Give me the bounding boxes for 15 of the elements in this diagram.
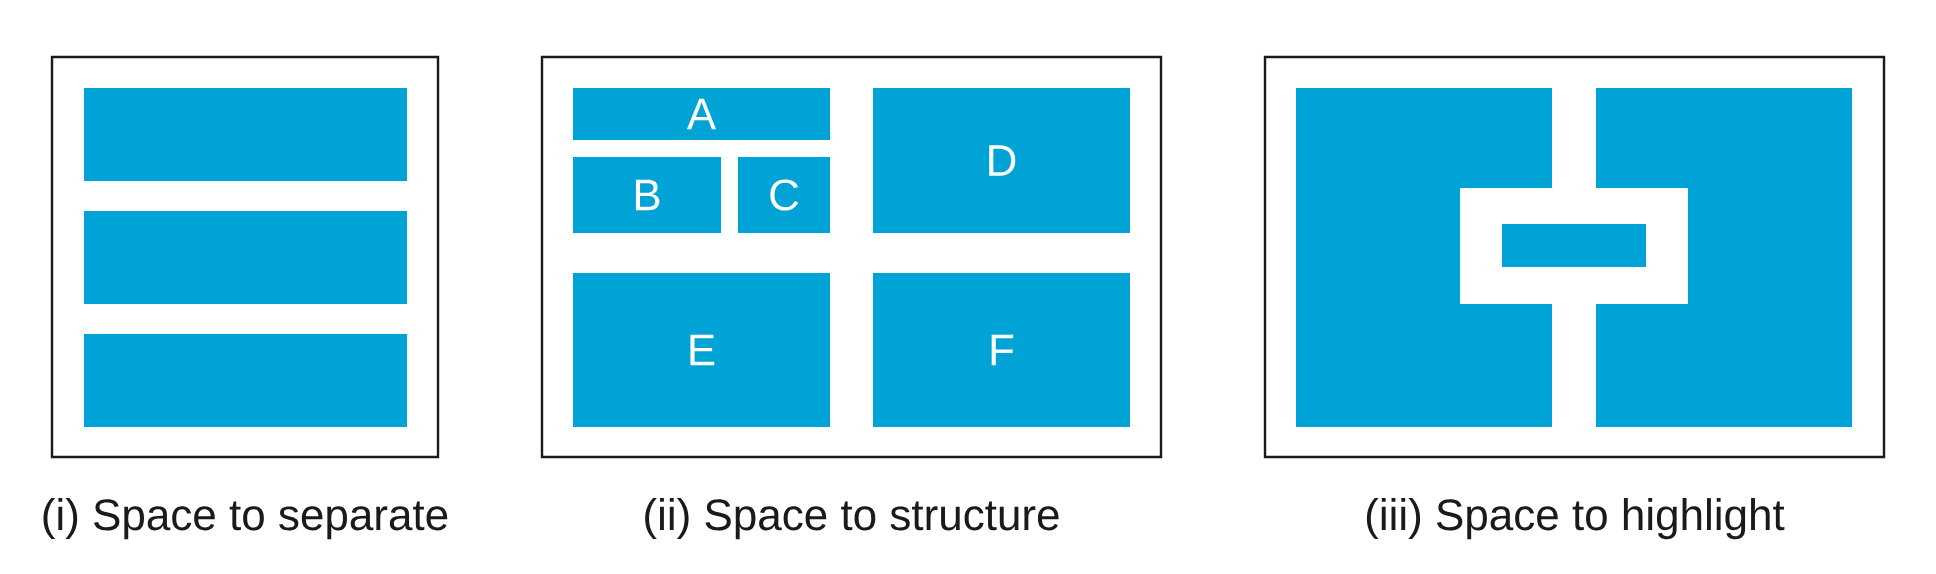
notched-block [1596,88,1852,427]
layout-block [84,88,407,181]
layout-block: B [573,157,721,233]
notched-block [1296,88,1552,427]
panel-caption: (i) Space to separate [43,498,448,540]
layout-block: F [873,273,1130,427]
panel-caption: (ii) Space to structure [645,498,1059,540]
layout-block [1502,224,1646,267]
layout-block: A [573,88,830,140]
layout-block: E [573,273,830,427]
layout-block: D [873,88,1130,233]
layout-block [84,211,407,304]
panel-caption: (iii) Space to highlight [1366,498,1785,540]
layout-block [84,334,407,427]
layout-block: C [738,157,830,233]
